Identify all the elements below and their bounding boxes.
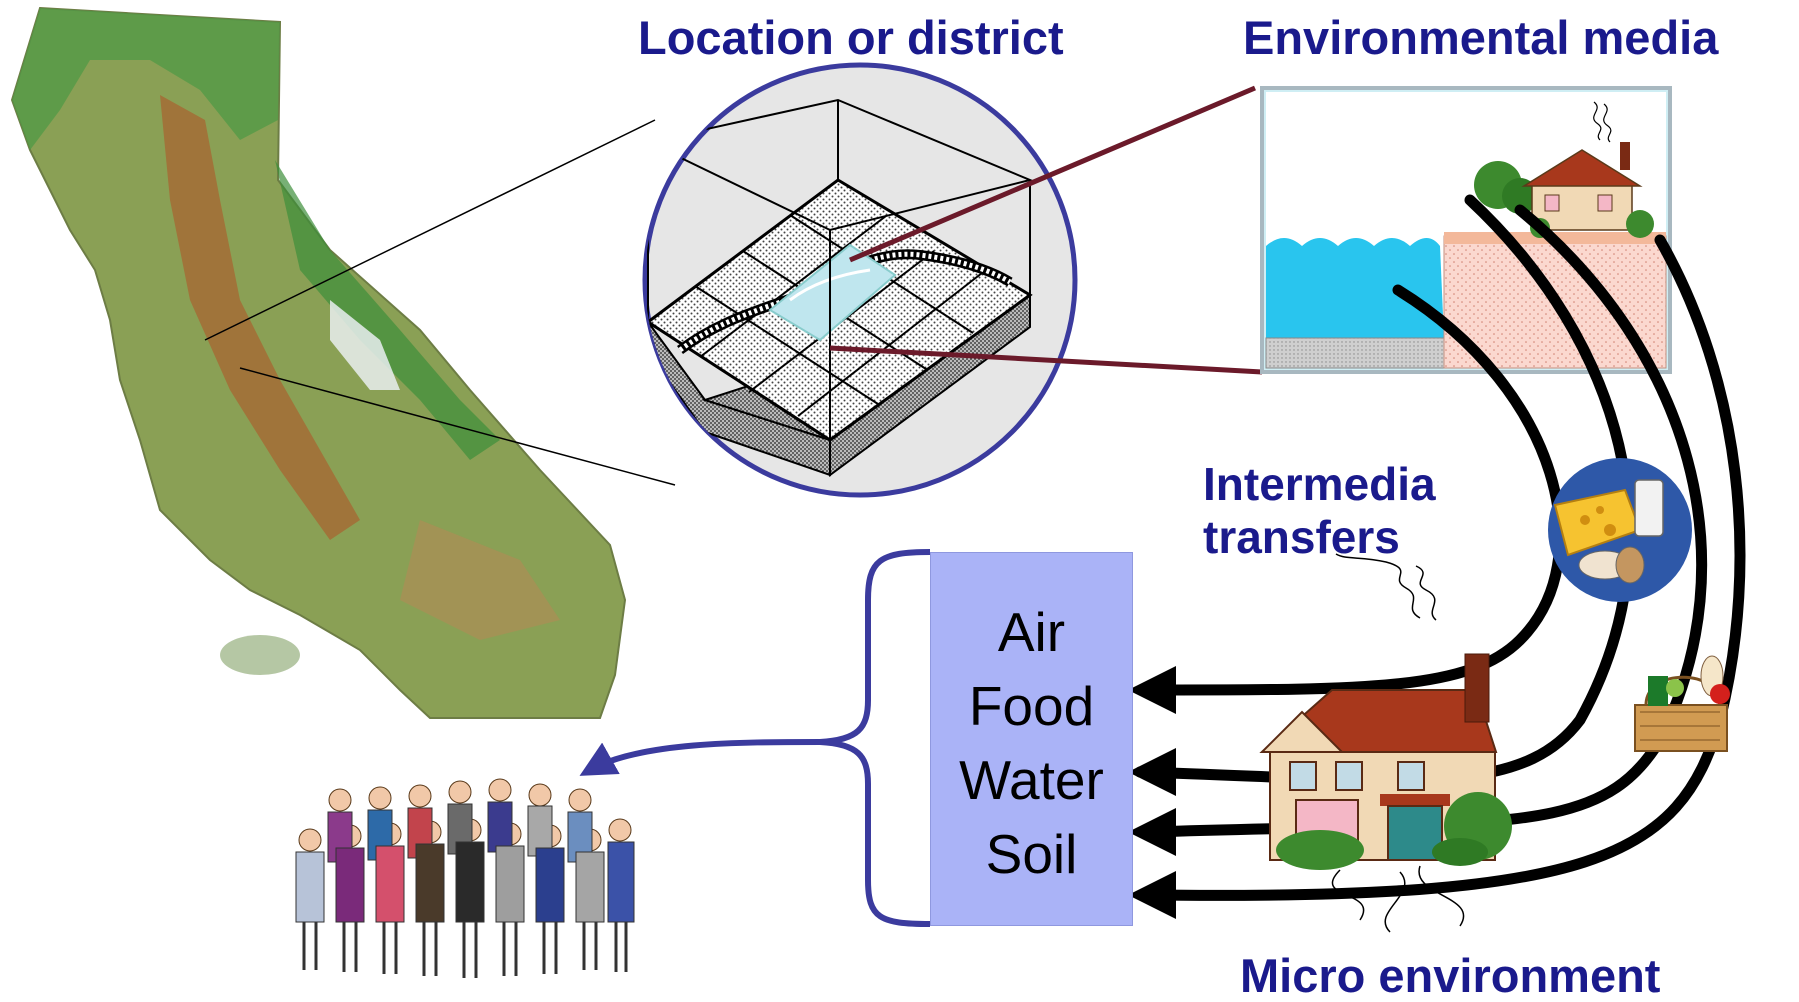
intermedia-heading-line1: Intermedia — [1203, 458, 1436, 510]
cheese-milk-icon — [1548, 458, 1692, 602]
house-icon — [1474, 101, 1654, 238]
media-item-soil: Soil — [985, 823, 1078, 885]
transfer-arrows — [1128, 666, 1176, 919]
media-item-food: Food — [968, 675, 1095, 737]
intermedia-heading-line2: transfers — [1203, 510, 1400, 563]
media-item-air: Air — [997, 601, 1066, 663]
grouping-brace — [579, 549, 931, 927]
environmental-media-heading: Environmental media — [1243, 11, 1719, 64]
landscape-grid-model — [642, 62, 1078, 498]
exposure-media-list: Air Food Water Soil — [931, 595, 1132, 891]
zoom-lines — [204, 119, 676, 486]
location-heading: Location or district — [638, 11, 1064, 64]
environmental-media-panel — [1260, 86, 1672, 374]
micro-environment-heading: Micro environment — [1240, 949, 1661, 1002]
exposure-media-box: Air Food Water Soil — [930, 552, 1133, 926]
population-group — [295, 778, 635, 978]
california-map — [10, 6, 627, 719]
media-item-water: Water — [959, 749, 1104, 811]
intermedia-transfers-heading: Intermedia transfers — [1203, 458, 1436, 564]
micro-environment-house — [1259, 553, 1512, 933]
food-basket-icon — [1634, 655, 1730, 752]
connector-lines — [829, 85, 1263, 375]
